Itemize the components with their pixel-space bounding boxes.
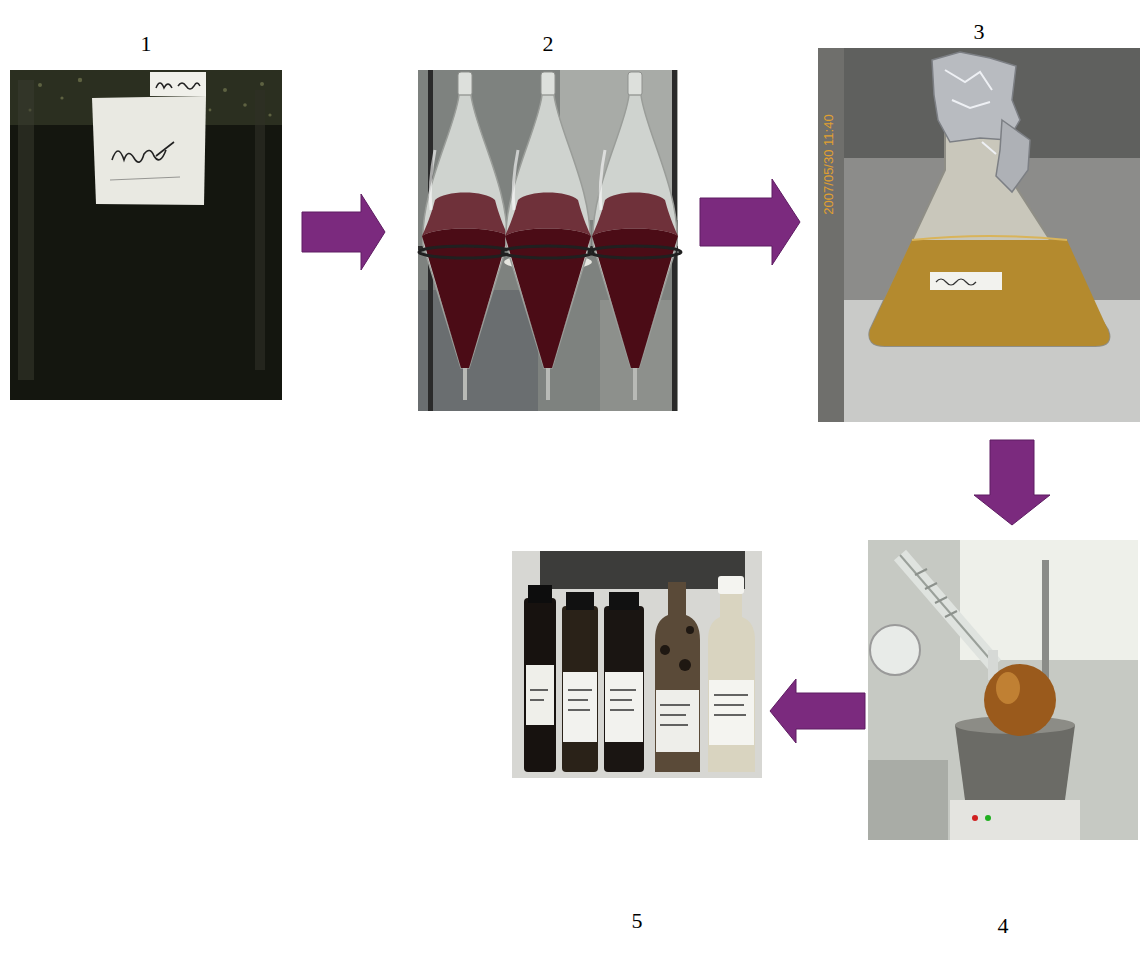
photo-panel: 3 bbox=[818, 18, 1140, 422]
date-stamp: 2007/05/30 11:40 bbox=[821, 105, 836, 225]
step-number: 5 bbox=[632, 907, 643, 935]
step-number: 4 bbox=[998, 912, 1009, 940]
photo-separatory-funnels bbox=[418, 70, 681, 411]
block-arrow bbox=[770, 679, 865, 743]
photo-sample-bottles bbox=[512, 551, 762, 778]
photo-erlenmeyer-flask bbox=[818, 48, 1140, 422]
block-arrow bbox=[700, 179, 800, 265]
block-arrow bbox=[302, 194, 385, 270]
block-arrow bbox=[974, 440, 1050, 525]
photo-panel: 5 bbox=[512, 551, 762, 935]
step-number: 1 bbox=[141, 30, 152, 58]
photo-rotary-evaporator bbox=[868, 540, 1138, 840]
photo-panel: 4 bbox=[868, 540, 1138, 940]
step-number: 2 bbox=[543, 30, 554, 58]
photo-panel: 2 bbox=[418, 30, 678, 411]
step-number: 3 bbox=[974, 18, 985, 46]
photo-jar bbox=[10, 70, 282, 400]
photo-panel: 1 bbox=[10, 30, 282, 400]
